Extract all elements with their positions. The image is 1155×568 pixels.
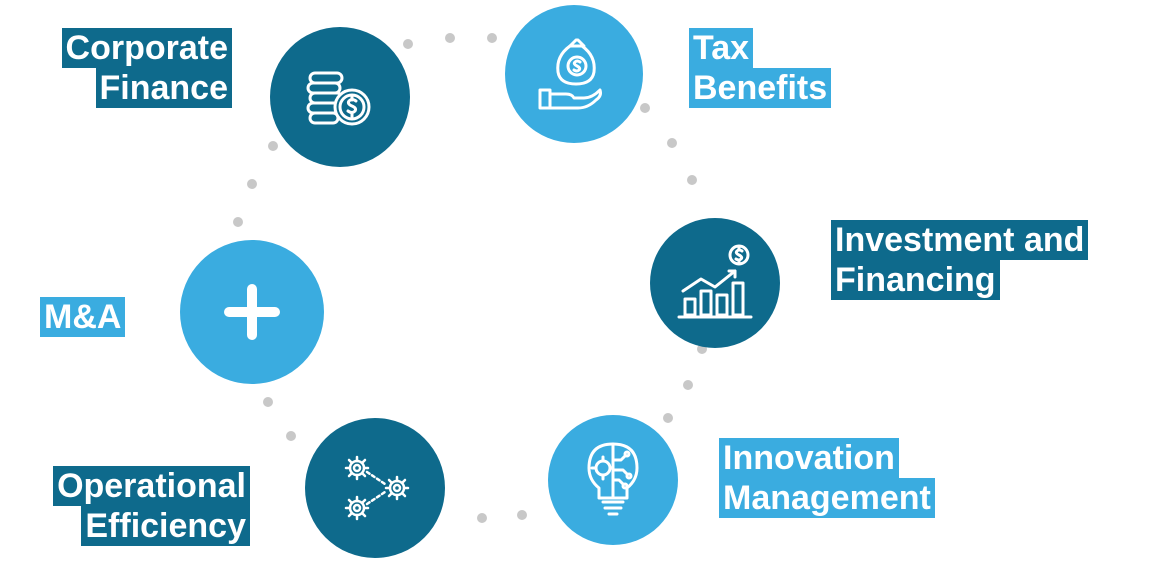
operational-efficiency-label: Operational Efficiency bbox=[53, 466, 250, 546]
label-line: Investment and bbox=[831, 220, 1089, 260]
label-line: Corporate bbox=[61, 28, 232, 68]
corporate-finance-label: Corporate Finance bbox=[61, 28, 232, 108]
growth-chart-icon bbox=[677, 244, 753, 319]
label-line: Tax bbox=[689, 28, 754, 68]
corporate-finance-node bbox=[270, 27, 410, 167]
money-bag-hand-icon bbox=[538, 38, 602, 110]
label-line: Efficiency bbox=[81, 506, 250, 546]
label-line: Finance bbox=[95, 68, 232, 108]
label-line: Benefits bbox=[689, 68, 832, 108]
label-line: Management bbox=[719, 478, 935, 518]
label-line: Financing bbox=[831, 260, 1000, 300]
tax-benefits-node bbox=[505, 5, 643, 143]
operational-efficiency-node bbox=[305, 418, 445, 558]
ma-label: M&A bbox=[40, 297, 126, 337]
label-line: M&A bbox=[40, 297, 126, 337]
tax-benefits-label: Tax Benefits bbox=[689, 28, 832, 108]
lightbulb-gear-icon bbox=[587, 442, 639, 516]
ma-node bbox=[180, 240, 324, 384]
gears-network-icon bbox=[344, 455, 410, 521]
investment-financing-label: Investment and Financing bbox=[831, 220, 1089, 300]
innovation-management-node bbox=[548, 415, 678, 545]
plus-icon bbox=[224, 284, 280, 340]
investment-financing-node bbox=[650, 218, 780, 348]
innovation-management-label: Innovation Management bbox=[719, 438, 935, 518]
label-line: Operational bbox=[53, 466, 250, 506]
coins-dollar-icon bbox=[306, 71, 371, 126]
label-line: Innovation bbox=[719, 438, 899, 478]
